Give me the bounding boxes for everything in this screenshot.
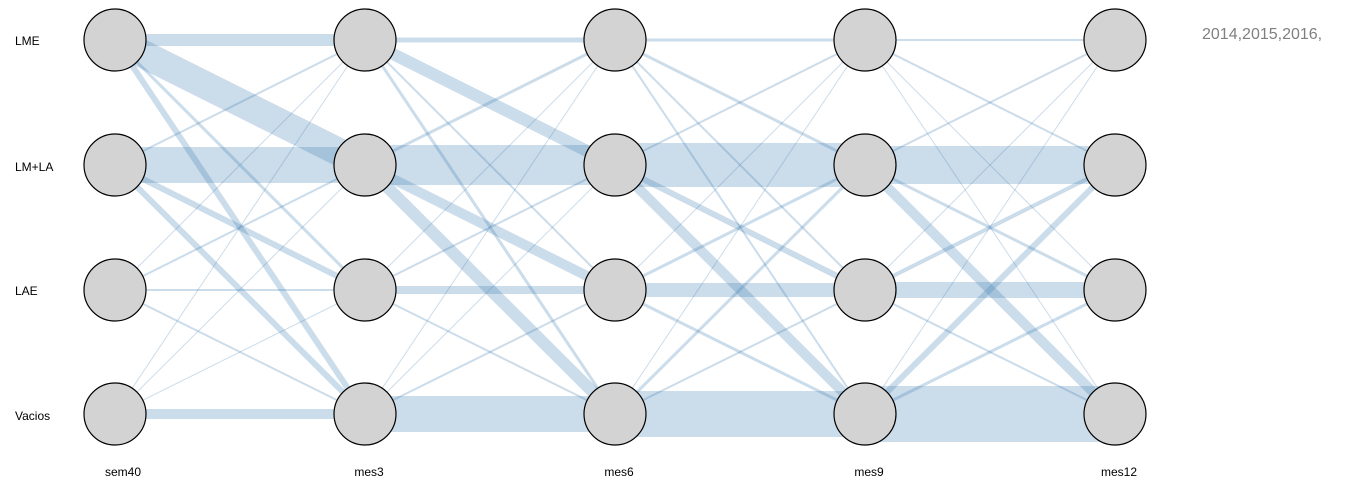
flow-mes9-lme-to-mes12-vacios (864, 39, 1116, 415)
flow-mes9-vacios-to-mes12-lme (864, 39, 1116, 415)
flow-mes3-lae-to-mes6-lm-la (364, 164, 616, 291)
column-label-mes12: mes12 (1101, 465, 1137, 479)
flow-sem40-lme-to-mes3-lae (113, 38, 367, 292)
flow-mes6-vacios-to-mes9-lae (614, 289, 866, 415)
flow-mes9-lae-to-mes12-vacios (864, 289, 1116, 415)
node-mes9-lme[interactable] (833, 8, 897, 72)
flow-mes6-lae-to-mes9-vacios (614, 288, 866, 416)
node-mes6-lm-la[interactable] (583, 133, 647, 197)
flow-mes6-lm-la-to-mes9-lme (614, 39, 866, 166)
flow-mes3-lae-to-mes6-lme (364, 39, 616, 291)
column-label-mes3: mes3 (354, 465, 384, 479)
flow-sem40-lae-to-mes3-lm-la (114, 164, 366, 291)
node-mes12-lm-la[interactable] (1083, 133, 1147, 197)
node-sem40-lae[interactable] (83, 258, 147, 322)
node-sem40-lme[interactable] (83, 8, 147, 72)
flow-mes3-lae-to-mes6-vacios (364, 289, 616, 415)
flow-mes6-lme-to-mes9-vacios (614, 39, 866, 415)
flow-mes3-lme-to-mes6-lm-la (362, 34, 618, 171)
row-label-lme: LME (15, 34, 40, 48)
flow-mes3-vacios-to-mes6-lae (364, 289, 616, 415)
flow-sem40-vacios-to-mes3-lme (114, 39, 366, 415)
flow-mes6-lae-to-mes9-lme (614, 39, 866, 291)
flow-mes6-lm-la-to-mes9-lae (613, 162, 867, 293)
state-nodes (83, 8, 1147, 446)
flow-mes3-lme-to-mes6-lae (364, 39, 616, 291)
node-mes6-lae[interactable] (583, 258, 647, 322)
row-label-lae: LAE (15, 284, 38, 298)
flow-mes9-lae-to-mes12-lme (864, 39, 1116, 291)
flow-mes9-vacios-to-mes12-lae (864, 288, 1116, 416)
flow-sem40-lae-to-mes3-vacios (114, 289, 366, 415)
flow-mes6-lae-to-mes9-lm-la (614, 163, 866, 292)
flow-mes3-vacios-to-mes6-lm-la (364, 164, 616, 415)
node-mes9-lm-la[interactable] (833, 133, 897, 197)
flow-mes3-vacios-to-mes6-lme (364, 39, 616, 415)
flow-mes9-lme-to-mes12-lm-la (864, 39, 1116, 166)
node-mes9-vacios[interactable] (833, 382, 897, 446)
node-mes3-lae[interactable] (333, 258, 397, 322)
flow-mes3-lm-la-to-mes6-lae (362, 160, 618, 295)
flow-sem40-lm-la-to-mes3-lae (113, 162, 367, 293)
node-mes6-lme[interactable] (583, 8, 647, 72)
flow-sem40-lm-la-to-mes3-lme (114, 39, 366, 166)
node-sem40-vacios[interactable] (83, 382, 147, 446)
node-mes12-lme[interactable] (1083, 8, 1147, 72)
column-label-sem40: sem40 (105, 465, 141, 479)
node-mes12-vacios[interactable] (1083, 382, 1147, 446)
flow-sem40-lme-to-mes3-lm-la (108, 27, 372, 178)
column-label-mes6: mes6 (604, 465, 634, 479)
node-mes12-lae[interactable] (1083, 258, 1147, 322)
flow-links (108, 27, 1119, 442)
flow-mes3-lm-la-to-mes6-vacios (360, 160, 620, 419)
flow-sem40-lae-to-mes3-lme (114, 39, 366, 291)
node-mes3-lme[interactable] (333, 8, 397, 72)
flow-mes9-lm-la-to-mes12-lme (864, 39, 1116, 166)
flow-mes9-lae-to-mes12-lm-la (864, 163, 1116, 292)
flow-mes6-vacios-to-mes9-lm-la (613, 163, 867, 416)
node-sem40-lm-la[interactable] (83, 133, 147, 197)
flow-mes6-lm-la-to-mes9-vacios (611, 161, 869, 418)
node-mes3-lm-la[interactable] (333, 133, 397, 197)
flow-sem40-vacios-to-mes3-lm-la (114, 164, 366, 415)
node-mes3-vacios[interactable] (333, 382, 397, 446)
flow-mes9-lme-to-mes12-lae (864, 39, 1116, 291)
flow-sem40-lme-to-mes3-vacios (112, 38, 368, 416)
row-label-lm-la: LM+LA (15, 160, 53, 174)
flow-mes9-lm-la-to-mes12-vacios (861, 161, 1119, 418)
row-label-vacios: Vacios (15, 409, 50, 423)
flow-sem40-vacios-to-mes3-lae (114, 289, 366, 415)
flow-mes6-lme-to-mes9-lae (614, 39, 866, 291)
node-mes9-lae[interactable] (833, 258, 897, 322)
flow-mes6-lme-to-mes9-lm-la (614, 38, 866, 167)
flow-mes3-lm-la-to-mes6-lme (364, 38, 616, 167)
column-label-mes9: mes9 (854, 465, 884, 479)
flow-sem40-lm-la-to-mes3-vacios (112, 162, 368, 417)
years-label: 2014,2015,2016, (1202, 26, 1322, 43)
flow-mes9-vacios-to-mes12-lm-la (862, 162, 1118, 417)
flow-mes6-vacios-to-mes9-lme (614, 39, 866, 415)
flow-mes3-lme-to-mes6-vacios (363, 39, 617, 415)
flow-mes9-lm-la-to-mes12-lae (864, 163, 1116, 292)
node-mes6-vacios[interactable] (583, 382, 647, 446)
